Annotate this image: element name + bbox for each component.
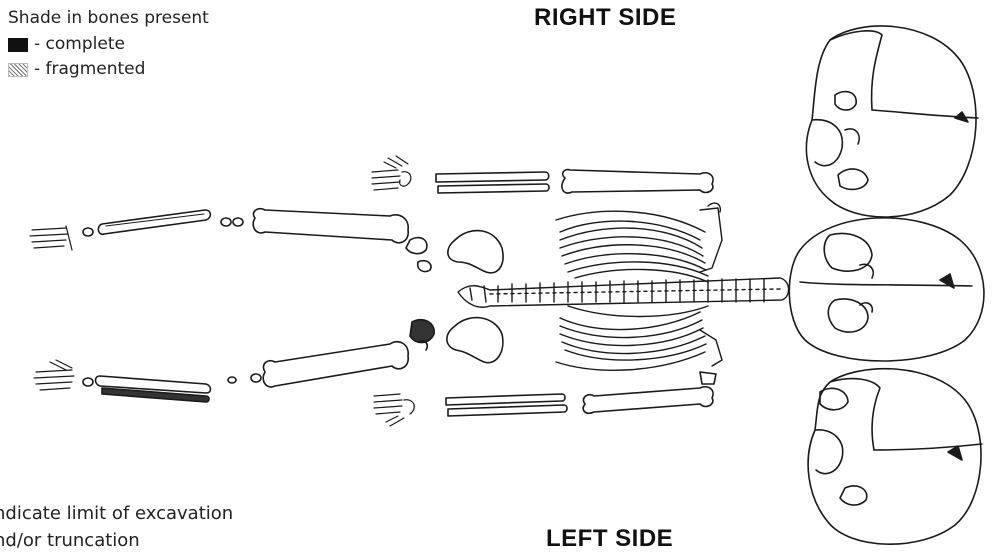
left-femur	[263, 342, 408, 387]
right-patella	[221, 218, 243, 226]
left-patella	[228, 374, 261, 383]
left-hand	[374, 394, 414, 426]
left-foot	[34, 360, 74, 390]
pelvis-left-ilium	[410, 318, 503, 363]
right-hand	[372, 156, 411, 190]
left-humerus	[583, 372, 716, 413]
vertebral-column	[458, 278, 789, 307]
skull-superior-view	[789, 218, 984, 361]
skull-right-lateral	[806, 26, 978, 217]
right-humerus	[562, 170, 713, 193]
right-femur	[253, 209, 408, 243]
ribcage-right	[556, 203, 722, 282]
right-forearm	[436, 172, 549, 193]
pelvis-right-ilium	[406, 231, 503, 273]
left-forearm	[446, 394, 567, 416]
skull-left-lateral	[808, 369, 982, 544]
ribcage-left	[556, 306, 722, 370]
right-tibia-fibula	[83, 210, 210, 236]
left-tibia-fibula	[83, 376, 211, 402]
right-foot	[30, 226, 72, 250]
